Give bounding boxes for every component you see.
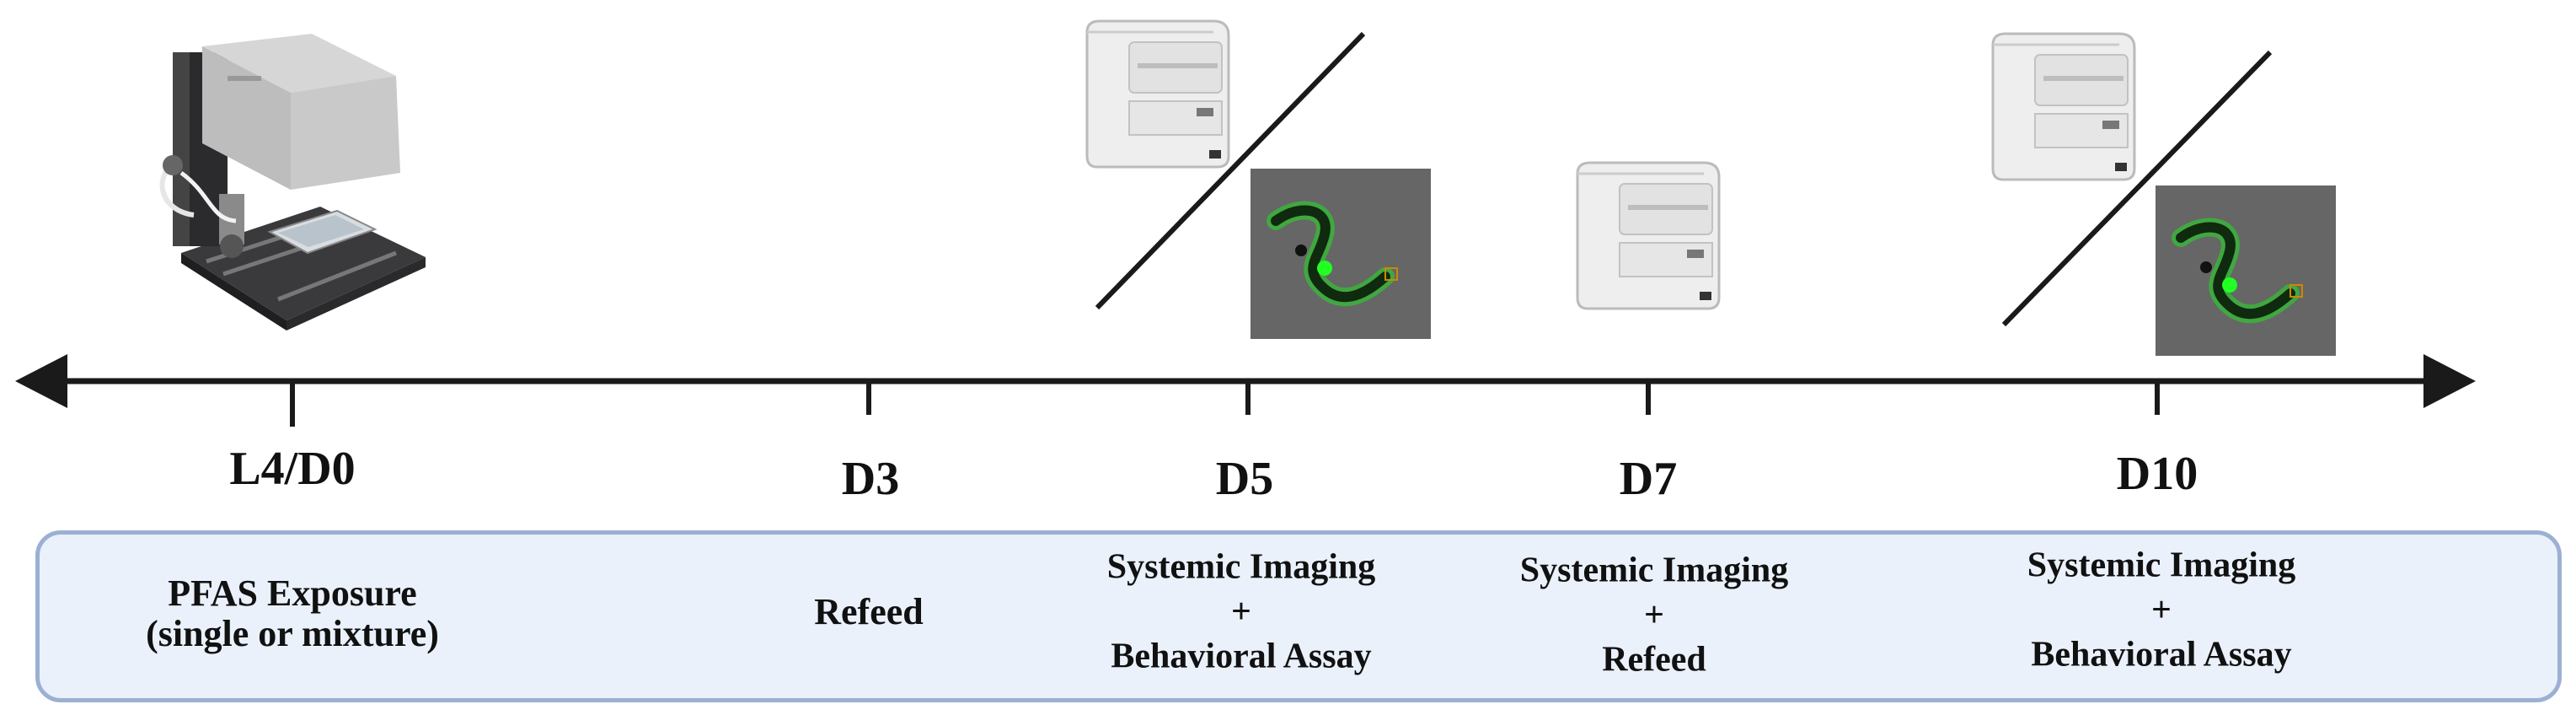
plate-reader-icon-d5	[1085, 19, 1230, 169]
microscope-icon	[159, 34, 426, 331]
desc-d7-line2: +	[1644, 595, 1664, 635]
desc-l4d0-line2: (single or mixture)	[146, 613, 439, 654]
desc-d5: Systemic Imaging + Behavioral Assay	[1107, 546, 1376, 680]
tick-label-d5: D5	[1215, 453, 1274, 505]
plate-reader-icon-d10	[1991, 32, 2136, 181]
desc-d5-line1: Systemic Imaging	[1106, 547, 1376, 587]
desc-d3-line1: Refeed	[814, 591, 924, 632]
slash-divider-d10	[2001, 50, 2273, 327]
desc-d10-line1: Systemic Imaging	[2027, 546, 2296, 585]
worm-tracking-image-icon-d10	[2156, 185, 2336, 356]
desc-d3: Refeed	[814, 592, 924, 632]
desc-d10: Systemic Imaging + Behavioral Assay	[2027, 544, 2296, 678]
desc-d7-line3: Refeed	[1602, 640, 1706, 680]
tick-label-d10: D10	[2116, 448, 2198, 500]
desc-d10-line2: +	[2151, 590, 2172, 630]
description-panel	[35, 530, 2562, 702]
desc-d7: Systemic Imaging + Refeed	[1520, 549, 1789, 683]
tick-label-d3: D3	[841, 453, 900, 505]
tick-label-l4d0: L4/D0	[229, 443, 356, 495]
desc-d5-line3: Behavioral Assay	[1111, 637, 1372, 676]
left-arrowhead	[15, 354, 67, 408]
desc-d10-line3: Behavioral Assay	[2031, 635, 2292, 675]
slash-divider-d5	[1095, 31, 1366, 310]
plate-reader-icon-d7	[1576, 161, 1721, 310]
desc-d7-line1: Systemic Imaging	[1519, 551, 1789, 590]
timeline-axis	[15, 354, 2476, 427]
desc-l4d0-line1: PFAS Exposure	[168, 573, 417, 614]
worm-tracking-image-icon-d5	[1251, 169, 1431, 339]
right-arrowhead	[2423, 354, 2476, 408]
tick-label-d7: D7	[1619, 453, 1678, 505]
desc-d5-line2: +	[1231, 592, 1251, 632]
desc-l4d0: PFAS Exposure (single or mixture)	[146, 573, 439, 654]
